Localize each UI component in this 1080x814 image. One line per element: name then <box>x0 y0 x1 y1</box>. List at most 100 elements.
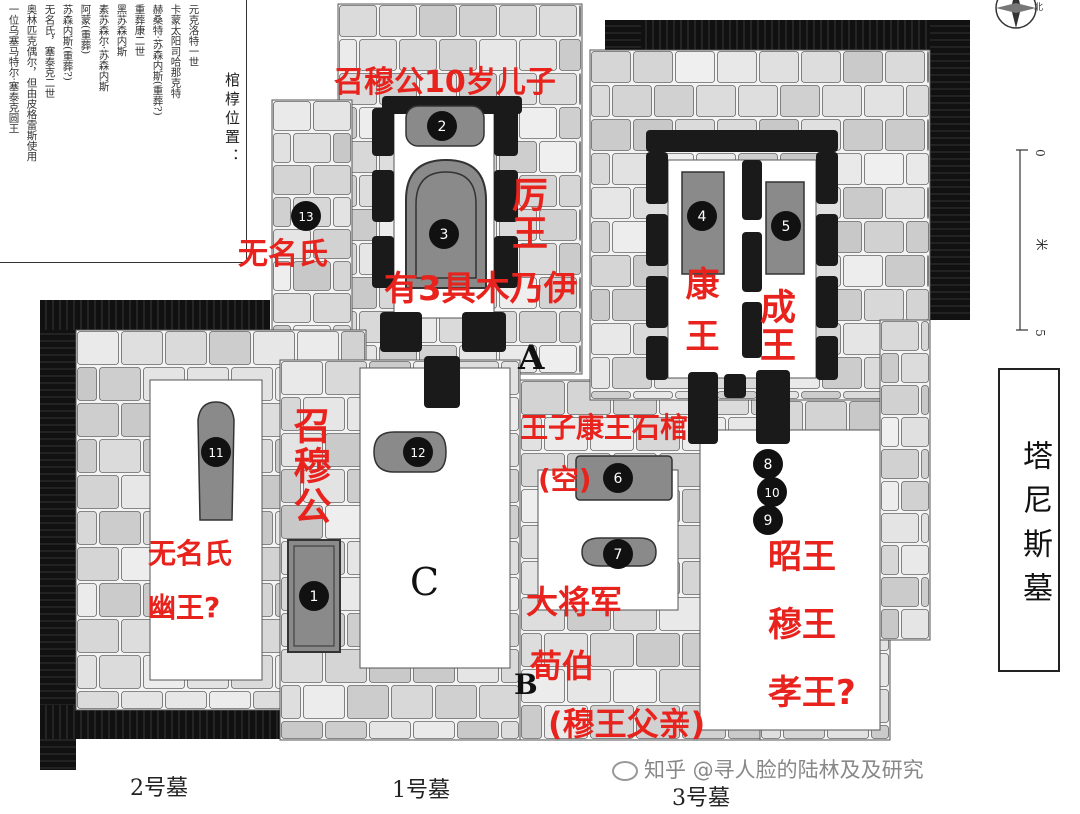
coffin-number-badge <box>403 437 433 467</box>
tomb-2-bottom-wall <box>40 705 280 739</box>
stone-block <box>479 685 519 719</box>
stone-block <box>864 221 904 253</box>
tomb-1-label: 1号墓 <box>392 778 450 803</box>
annotation-you: 幽王? <box>148 591 221 624</box>
annotation-wuming-top: 无名氏 <box>238 237 328 272</box>
stone-block <box>501 721 519 739</box>
annotation-three-mummies: 有3具木乃伊 <box>384 269 578 309</box>
stone-block <box>313 101 351 131</box>
stone-block <box>99 583 141 617</box>
stone-block <box>921 513 929 543</box>
stone-block <box>347 685 389 719</box>
scale-zero: 0 <box>1032 149 1047 157</box>
scale-five: 5 <box>1032 329 1047 337</box>
stone-block <box>521 705 542 739</box>
stone-block <box>281 397 301 431</box>
stone-block <box>99 367 141 401</box>
stone-block <box>281 685 301 719</box>
watermark: 知乎 @寻人脸的陆林及及研究 <box>612 754 924 784</box>
coffin-number-badge <box>603 539 633 569</box>
stone-block <box>881 353 899 383</box>
stone-block <box>927 119 929 151</box>
stone-block <box>906 289 929 321</box>
stone-block <box>479 39 517 71</box>
scale-unit: 米 <box>1034 238 1049 251</box>
annotation-cheng: 成王 <box>754 288 795 364</box>
annotation-wuming-bottom: 无名氏 <box>148 537 233 570</box>
coffin-number: 5 <box>782 219 791 235</box>
stone-block <box>885 187 925 219</box>
stone-block <box>559 175 581 207</box>
stone-block <box>864 289 904 321</box>
black-stone-block <box>646 336 668 380</box>
stone-block <box>281 469 301 503</box>
coffin-1-shape <box>287 539 341 653</box>
stone-block <box>881 609 899 639</box>
coffin-number: 10 <box>764 486 779 500</box>
stone-block <box>209 331 251 365</box>
notes-line: 元克洛特一世 <box>187 4 200 67</box>
stone-block <box>591 255 631 287</box>
black-stone-block <box>372 170 394 222</box>
stone-block <box>591 119 631 151</box>
stone-block <box>675 51 715 83</box>
annotation-general: 大将军 <box>526 583 623 621</box>
stone-block <box>499 5 537 37</box>
notes-line: 苏森内斯(重葬?) <box>61 4 74 81</box>
stone-block <box>313 165 351 195</box>
stone-block <box>579 141 581 173</box>
stone-block <box>544 633 588 667</box>
coffin-number-badge <box>299 581 329 611</box>
black-stone-block <box>372 236 394 288</box>
black-stone-block <box>494 108 518 156</box>
stone-block <box>459 5 497 37</box>
stone-block <box>590 705 634 739</box>
stone-block <box>843 119 883 151</box>
stone-block <box>612 289 652 321</box>
stone-block <box>121 691 163 709</box>
notes-line: 阿蒙(重葬) <box>79 4 92 55</box>
stone-block <box>881 577 919 607</box>
stone-block <box>801 391 841 399</box>
stone-block <box>612 153 652 185</box>
black-stone-block <box>816 276 838 328</box>
coffin-number-badge <box>201 437 231 467</box>
annotation-xun: 荀伯 <box>530 647 595 685</box>
stone-block <box>901 609 929 639</box>
stone-block <box>881 321 919 351</box>
stone-block <box>591 221 610 253</box>
stone-block <box>544 705 588 739</box>
stone-block <box>612 85 652 117</box>
stone-block <box>906 85 929 117</box>
coffin-1-inner <box>293 545 335 647</box>
stone-block <box>333 197 351 227</box>
coffin-number: 1 <box>310 589 319 605</box>
stone-block <box>539 277 577 309</box>
stone-block <box>339 73 377 105</box>
annotation-mu: 穆王 <box>768 605 836 645</box>
stone-block <box>780 85 820 117</box>
coffin-number: 6 <box>614 471 623 487</box>
stone-block <box>567 669 611 703</box>
notes-line: 奥林匹克偶尔，但由皮格雷斯使用 <box>25 4 38 162</box>
compass-needle-cross <box>996 3 1036 13</box>
wechat-icon <box>612 761 638 781</box>
black-stone-block <box>372 108 394 156</box>
stone-block <box>843 255 883 287</box>
stone-block <box>633 51 673 83</box>
diagram-title: 塔尼斯墓 <box>1017 440 1052 616</box>
stone-block <box>881 385 919 415</box>
black-stone-block <box>816 152 838 204</box>
stone-block <box>293 261 331 291</box>
notes-line: 赫桑特·苏森内斯(重葬?) <box>151 4 164 116</box>
stone-block <box>77 475 119 509</box>
stone-block <box>738 85 778 117</box>
stone-block <box>613 669 657 703</box>
stone-block <box>544 417 588 451</box>
stone-block <box>591 187 631 219</box>
stone-block <box>77 367 97 401</box>
stone-block <box>881 513 919 543</box>
coffin-number: 7 <box>614 547 623 563</box>
stone-block <box>885 255 925 287</box>
